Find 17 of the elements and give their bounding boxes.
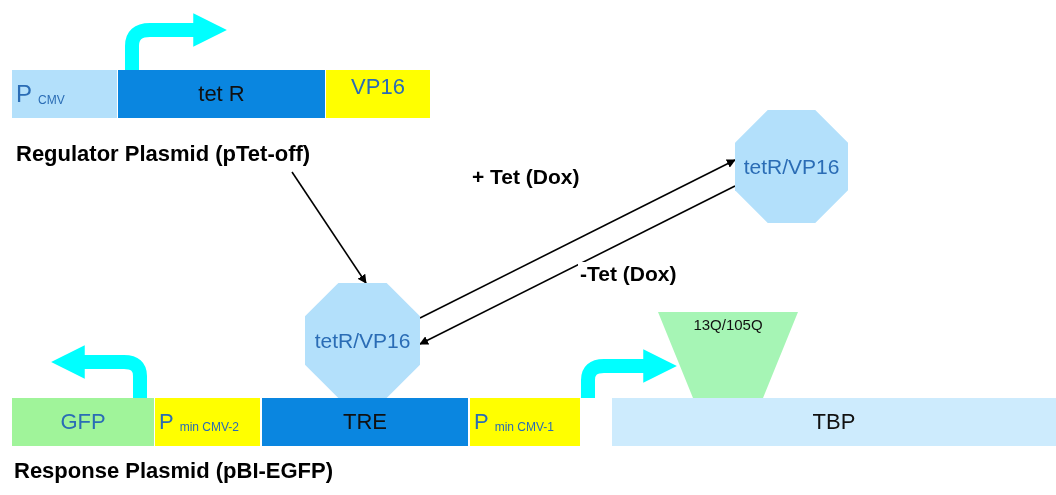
promoter-segment: P$_{min CMV-2}$: [155, 398, 260, 446]
gene-segment: VP16: [326, 70, 430, 118]
plasmid-label: Regulator Plasmid (pTet-off): [12, 138, 312, 170]
promoter-segment: P$_{CMV}$: [12, 70, 117, 118]
protein-octagon: tetR/VP16: [735, 110, 848, 223]
arrow: [291, 171, 367, 284]
protein-octagon: tetR/VP16: [305, 283, 420, 398]
protein-bar: TBP: [612, 398, 1056, 446]
edge-label: -Tet (Dox): [578, 262, 679, 286]
promoter-segment: P$_{min CMV-1}$: [470, 398, 580, 446]
plasmid-label: Response Plasmid (pBI-EGFP): [14, 458, 334, 484]
operator-segment: TRE: [262, 398, 468, 446]
arrow: [419, 159, 736, 319]
arrow: [419, 185, 736, 345]
protein-trapezoid: 13Q/105Q: [658, 312, 798, 398]
gene-segment: GFP: [12, 398, 154, 446]
gene-segment: tet R: [118, 70, 325, 118]
